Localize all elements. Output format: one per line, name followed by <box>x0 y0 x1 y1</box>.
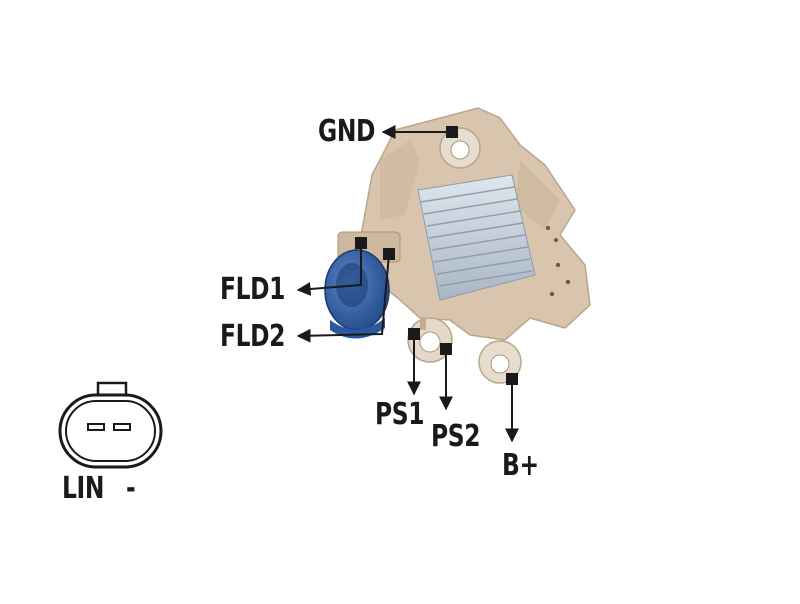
connector-label-minus: - <box>126 471 136 506</box>
label-ps1: PS1 <box>375 397 425 432</box>
bplus-terminal <box>478 340 522 384</box>
bplus-marker <box>506 373 518 385</box>
connector-symbol <box>58 381 163 469</box>
terminal-markers <box>355 126 518 385</box>
gnd-marker <box>446 126 458 138</box>
label-fld2: FLD2 <box>220 319 286 354</box>
connector-pin-minus <box>113 423 131 431</box>
leader-lines <box>296 125 519 443</box>
heatsink <box>417 174 536 301</box>
fld2-leader <box>296 253 390 343</box>
housing-rivets <box>546 226 571 297</box>
label-gnd: GND <box>318 114 376 149</box>
connector-pin-lin <box>87 423 105 431</box>
fld1-marker <box>355 237 367 249</box>
label-bplus: B+ <box>502 448 539 483</box>
fld2-marker <box>383 248 395 260</box>
connector-label-lin: LIN <box>62 471 105 506</box>
ps1-marker <box>408 328 420 340</box>
ps2-marker <box>440 343 452 355</box>
label-fld1: FLD1 <box>220 272 286 307</box>
label-ps2: PS2 <box>431 419 481 454</box>
fld1-leader <box>296 243 362 296</box>
